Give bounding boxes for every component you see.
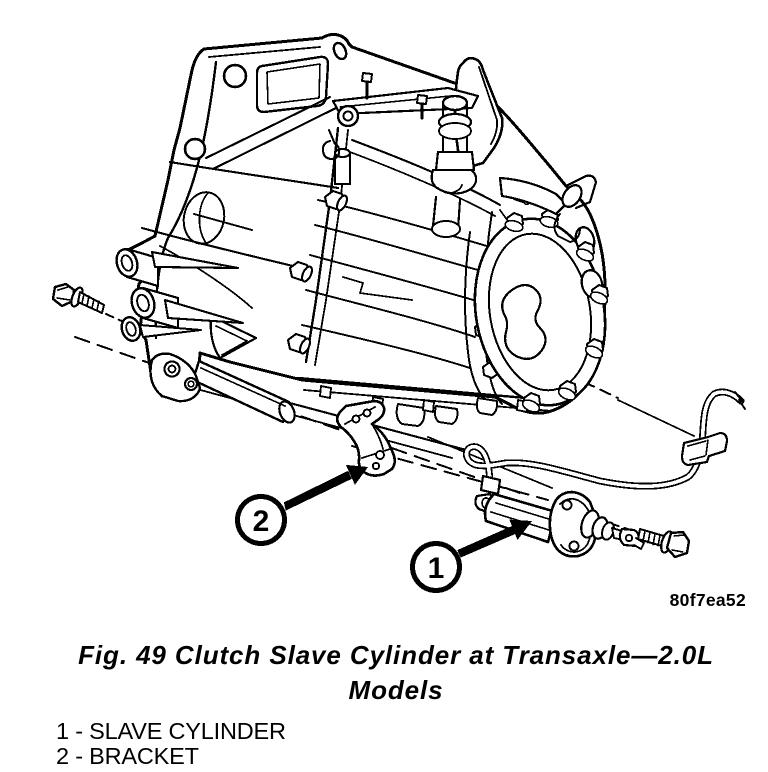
callout-2-arrow — [345, 464, 368, 485]
flange-bolt-hole-lower — [183, 137, 207, 161]
case-bolts — [286, 189, 349, 355]
selector-tower — [321, 56, 504, 238]
bell-cone — [140, 160, 340, 360]
callout-1-arrow — [509, 519, 532, 540]
right-mount-bolt — [637, 528, 691, 559]
figure-caption-line1: Fig. 49 Clutch Slave Cylinder at Transax… — [78, 640, 714, 670]
callout-1-number: 1 — [428, 552, 445, 585]
legend-item-2: 2 - BRACKET — [56, 743, 199, 770]
callout-2-number: 2 — [253, 505, 270, 538]
cover-bolts — [504, 208, 609, 413]
legend-item-1: 1 - SLAVE CYLINDER — [56, 718, 286, 744]
bracket-part — [335, 399, 397, 477]
callout-1: 1 — [410, 519, 532, 593]
top-linkage — [498, 174, 598, 243]
callout-2: 2 — [235, 464, 368, 546]
figure-caption: Fig. 49 Clutch Slave Cylinder at Transax… — [24, 638, 768, 708]
figure-legend: 1 - SLAVE CYLINDER 2 - BRACKET — [56, 718, 286, 770]
flange-bolt-hole-upper — [222, 63, 248, 89]
end-cover — [473, 208, 609, 413]
transaxle-illustration: 2 1 — [51, 32, 746, 593]
figure-caption-line2: Models — [348, 675, 444, 705]
left-mount-bolt — [51, 282, 105, 314]
slave-cylinder — [474, 474, 645, 558]
mount-bosses — [115, 247, 245, 342]
pipe-clip — [680, 431, 729, 467]
bottom-mount-plate — [149, 352, 202, 403]
image-code: 80f7ea52 — [669, 590, 746, 610]
hydraulic-pipe — [463, 388, 746, 490]
